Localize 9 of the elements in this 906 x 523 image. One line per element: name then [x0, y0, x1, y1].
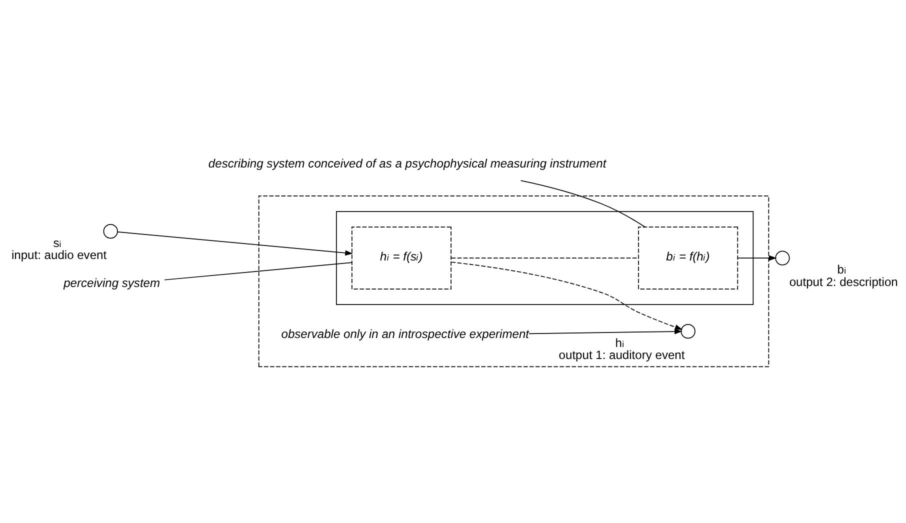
node-label: input: audio event [11, 248, 107, 262]
node-text: observable only in an introspective experiment [281, 326, 530, 341]
node-label: bi [837, 262, 846, 277]
node-text: describing system conceived of as a psychophysical measuring instrument [208, 156, 606, 170]
node-label: output 1: auditory event [558, 348, 685, 362]
node-label: output 2: description [789, 274, 898, 289]
node-text: perceiving system [64, 276, 160, 290]
node-label: si [53, 236, 62, 250]
node-label: hi [615, 336, 624, 350]
